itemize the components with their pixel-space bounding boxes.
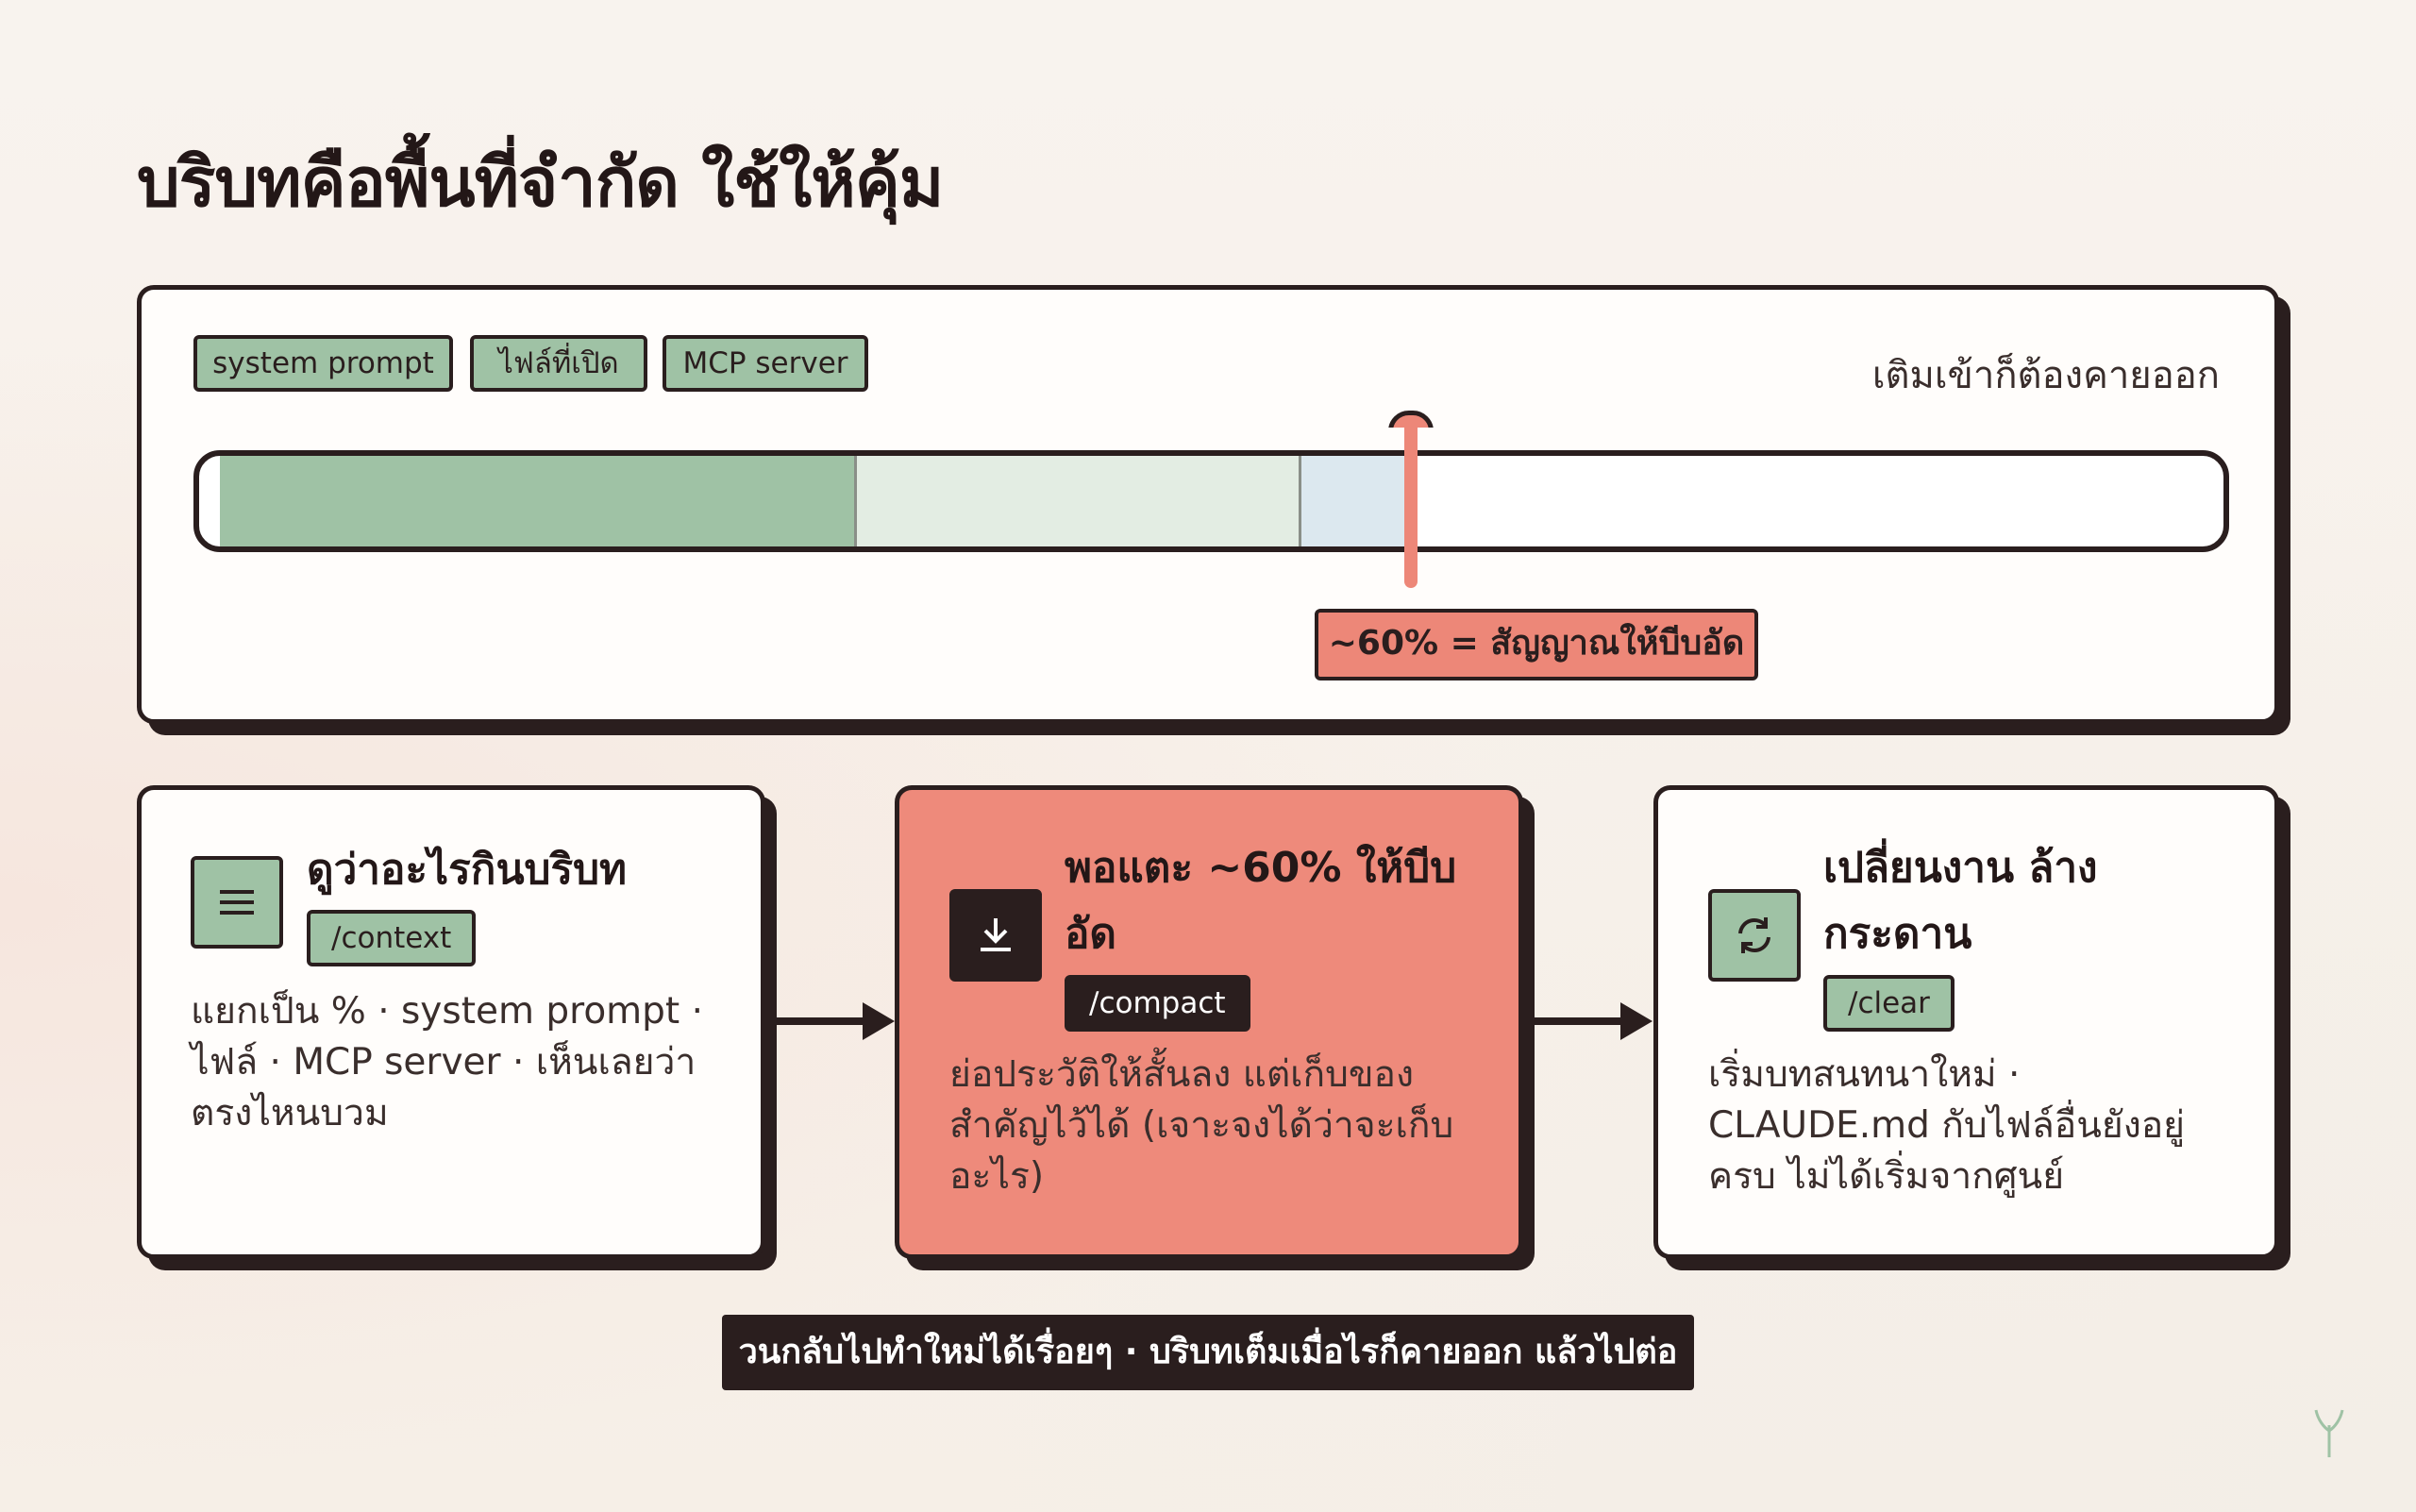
footer-banner: วนกลับไปทำใหม่ได้เรื่อยๆ · บริบทเต็มเมื่… <box>722 1315 1694 1390</box>
chip-mcp-server: MCP server <box>663 335 868 392</box>
bar-segment-system <box>220 456 857 546</box>
step-description: เริ่มบทสนทนาใหม่ · CLAUDE.md กับไฟล์อื่น… <box>1708 1053 2186 1198</box>
step-title: เปลี่ยนงาน ล้างกระดาน <box>1823 844 2098 958</box>
step-description: แยกเป็น % · system prompt · ไฟล์ · MCP s… <box>191 990 704 1134</box>
context-usage-bar <box>193 450 2229 552</box>
refresh-icon <box>1708 889 1801 982</box>
arrow-right-icon <box>1528 1002 1653 1040</box>
chip-system-prompt: system prompt <box>193 335 453 392</box>
step-card-compact: พอแตะ ~60% ให้บีบอัด /compact ย่อประวัติ… <box>895 785 1523 1259</box>
command-compact: /compact <box>1065 975 1250 1032</box>
command-context: /context <box>307 910 477 966</box>
list-icon <box>191 856 283 949</box>
chip-open-files: ไฟล์ที่เปิด <box>470 335 647 392</box>
context-usage-panel: system prompt ไฟล์ที่เปิด MCP server เติ… <box>137 285 2279 724</box>
bar-segment-files <box>857 456 1301 546</box>
step-title: ดูว่าอะไรกินบริบท <box>307 846 628 894</box>
arrow-right-icon <box>770 1002 895 1040</box>
fill-note: เติมเข้าก็ต้องคายออก <box>1871 354 2220 397</box>
threshold-marker <box>1404 420 1418 588</box>
step-title: พอแตะ ~60% ให้บีบอัด <box>1065 844 1457 958</box>
command-clear: /clear <box>1823 975 1955 1032</box>
step-card-context: ดูว่าอะไรกินบริบท /context แยกเป็น % · s… <box>137 785 765 1259</box>
bar-segment-mcp <box>1301 456 1405 546</box>
step-description: ย่อประวัติให้สั้นลง แต่เก็บของสำคัญไว้ได… <box>949 1053 1454 1198</box>
sprout-icon <box>2314 1409 2344 1457</box>
step-card-clear: เปลี่ยนงาน ล้างกระดาน /clear เริ่มบทสนทน… <box>1653 785 2279 1259</box>
download-icon <box>949 889 1042 982</box>
page-title: บริบทคือพื้นที่จำกัด ใช้ให้คุ้ม <box>137 143 944 222</box>
threshold-signal-label: ~60% = สัญญาณให้บีบอัด <box>1315 609 1758 680</box>
